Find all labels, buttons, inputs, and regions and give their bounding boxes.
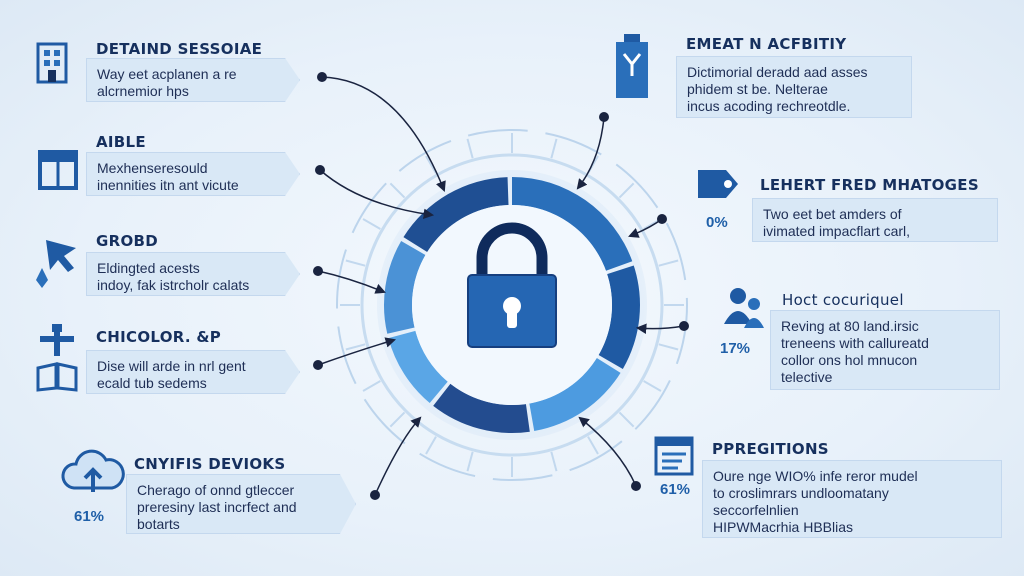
donut-segment-bottom	[433, 383, 530, 433]
panel-title: AIBLE	[96, 133, 146, 151]
description-line: Dise will arde in nrl gent	[97, 358, 246, 374]
description-line: Two eet bet amders of	[763, 206, 902, 222]
description-line: collor ons hol mnucon	[781, 352, 918, 368]
description-line: HIPWMacrhia HBBlias	[713, 519, 854, 535]
panel-title: GROBD	[96, 232, 158, 250]
panel-description: Dictimorial deradd aad asses phidem st b…	[676, 56, 912, 118]
ring-tick	[658, 259, 679, 267]
donut-segment-bottom-left	[388, 330, 448, 404]
donut-segment-bottom-right	[529, 357, 621, 432]
donut-segment-left	[384, 241, 426, 334]
ring-tick	[466, 138, 474, 159]
description-line: Way eet acplanen a re	[97, 66, 237, 82]
donut-ring	[384, 177, 640, 433]
donut-segment-top-left	[403, 177, 509, 253]
document-chart-icon	[654, 436, 694, 476]
description-line: preresiny last incrfect and	[137, 499, 297, 515]
description-line: seccorfelnlien	[713, 502, 799, 518]
cursor-arrow-icon	[36, 240, 76, 288]
description-line: treneens with callureatd	[781, 335, 929, 351]
percent-label: 0%	[706, 214, 728, 231]
door-icon	[38, 150, 78, 190]
connector-arrows	[317, 76, 685, 496]
panel-description: Oure nge WIO% infe reror mudel to crosli…	[702, 460, 1002, 538]
id-badge-icon	[616, 34, 648, 98]
building-icon	[36, 42, 68, 84]
ring-tick	[658, 343, 679, 351]
donut-segment-top	[512, 177, 633, 271]
percent-label: 61%	[660, 481, 691, 498]
description-line: indoy, fak istrcholr calats	[97, 277, 250, 293]
percent-label: 61%	[74, 508, 105, 525]
ring-tick	[389, 411, 406, 428]
panel-description: Mexhenseresould inennities itn ant vicut…	[86, 152, 300, 196]
ring-tick	[389, 182, 406, 199]
description-line: incus acoding rechreotdle.	[687, 98, 851, 114]
ring-tick	[425, 155, 437, 174]
panel-title: DETAIND SESSOIAE	[96, 40, 263, 58]
description-line: Mexhenseresould	[97, 160, 208, 176]
panel-title: EMEAT N ACFBITIY	[686, 35, 847, 53]
ring-tick	[587, 436, 599, 455]
description-line: Cherago of onnd gtleccer	[137, 482, 295, 498]
description-line: botarts	[137, 516, 180, 532]
ring-tick	[618, 182, 635, 199]
ring-tick	[618, 411, 635, 428]
panel-description: Two eet bet amders of ivimated impacflar…	[752, 198, 998, 242]
outer-rings	[336, 129, 688, 481]
ring-tick	[345, 259, 366, 267]
cloud-upload-icon	[61, 449, 125, 492]
ring-tick	[643, 380, 662, 392]
ring-tick	[425, 436, 437, 455]
ring-tick	[345, 343, 366, 351]
description-line: ivimated impacflart carl,	[763, 223, 911, 239]
description-line: alcrnemior hps	[97, 83, 189, 99]
percent-label: 17%	[720, 340, 751, 357]
panel-title: CHICOLOR. &P	[96, 328, 222, 346]
description-line: ecald tub sedems	[97, 375, 207, 391]
description-line: phidem st be. Nelterae	[687, 81, 828, 97]
description-line: telective	[781, 369, 833, 385]
description-line: inennities itn ant vicute	[97, 177, 239, 193]
panel-description: Cherago of onnd gtleccer preresiny last …	[126, 474, 356, 534]
description-line: Oure nge WIO% infe reror mudel	[713, 468, 918, 484]
description-line: Reving at 80 land.irsic	[781, 318, 919, 334]
panel-title: CNYIFIS DEVIOKS	[134, 455, 286, 473]
ring-tick	[550, 138, 558, 159]
ring-tick	[466, 451, 474, 472]
panel-description: Eldingted acests indoy, fak istrcholr ca…	[86, 252, 300, 296]
description-line: Dictimorial deradd aad asses	[687, 64, 868, 80]
description-line: to croslimrars undloomatany	[713, 485, 889, 501]
panel-description: Reving at 80 land.irsic treneens with ca…	[770, 310, 1000, 390]
connector-dots	[313, 72, 689, 500]
network-book-icon	[36, 324, 78, 392]
description-line: Eldingted acests	[97, 260, 200, 276]
panel-title: LEHERT FRED MHATOGES	[760, 176, 979, 194]
user-group-icon	[724, 288, 764, 328]
panel-title: Hoct cocuriquel	[782, 291, 904, 309]
panel-title: PPREGITIONS	[712, 440, 829, 458]
padlock-icon	[467, 222, 557, 348]
ring-tick	[362, 380, 381, 392]
ring-tick	[550, 451, 558, 472]
panel-description: Way eet acplanen a re alcrnemior hps	[86, 58, 300, 102]
ring-tick	[362, 218, 381, 230]
donut-segment-right	[598, 265, 640, 369]
panel-description: Dise will arde in nrl gent ecald tub sed…	[86, 350, 300, 394]
tag-icon	[698, 170, 738, 198]
